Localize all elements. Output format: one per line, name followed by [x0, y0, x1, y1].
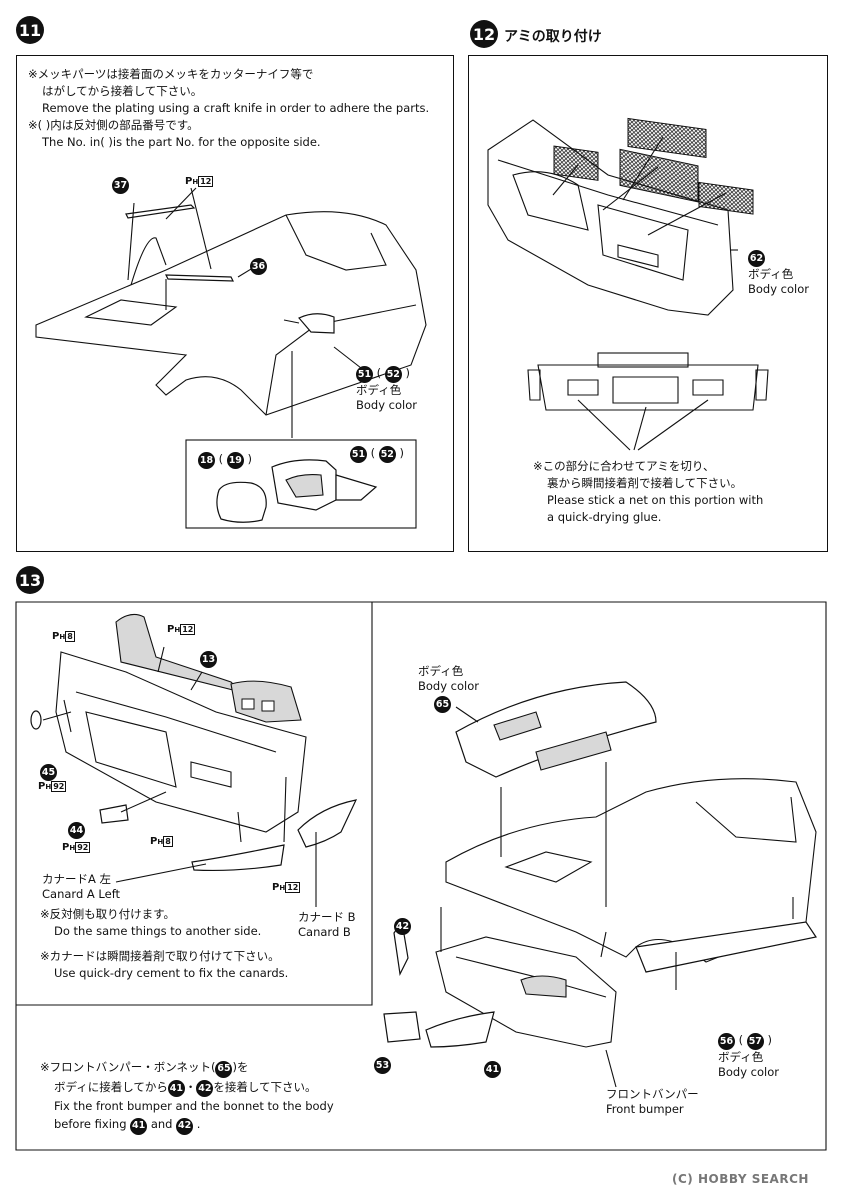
canard-a-label: カナードA 左 Canard A Left: [42, 872, 121, 901]
inset-part-51-52-label: 51 ( 52 ): [350, 446, 404, 463]
step-12-notes: ※この部分に合わせてアミを切り、 裏から瞬間接着剤で接着して下さい。 Pleas…: [533, 459, 764, 524]
step-11-notes: ※メッキパーツは接着面のメッキをカッターナイフ等で はがしてから接着して下さい。…: [28, 67, 430, 149]
part-36-label: 36: [250, 258, 267, 275]
step-11-badge: 11: [16, 16, 44, 44]
step-12-panel: [468, 55, 828, 552]
step-11-panel: [16, 55, 454, 552]
part-13-label: 13: [200, 651, 217, 668]
part-51-52-label: 51 ( 52 ) ボディ色 Body color: [356, 366, 418, 412]
part-44-label: 44: [68, 822, 85, 839]
part-45-label: 45: [40, 764, 57, 781]
step-12-badge: 12: [470, 20, 498, 48]
part-42-label: 42: [394, 918, 411, 935]
step-12-drawing: [487, 117, 769, 451]
step-13-left-notes: ※反対側も取り付けます。 Do the same things to anoth…: [40, 907, 289, 980]
step-13-badge: 13: [16, 566, 44, 594]
part-37-label: 37: [112, 177, 129, 194]
step-11-drawing: [35, 187, 427, 529]
step-12-title: アミの取り付け: [504, 29, 602, 45]
part-62-label: 62 ボディ色 Body color: [748, 250, 809, 297]
part-41-label: 41: [484, 1061, 501, 1078]
part-53-label: 53: [374, 1057, 391, 1074]
part-56-57-label: 56 ( 57 ) ボディ色 Body color: [718, 1033, 780, 1079]
canard-b-label: カナード B Canard B: [298, 910, 356, 939]
part-18-19-label: 18 ( 19 ): [198, 452, 252, 469]
part-65-label: ボディ色 Body color 65: [418, 664, 479, 713]
step-13-drawing: [30, 613, 817, 1088]
watermark: (C) HOBBY SEARCH: [672, 1172, 809, 1186]
front-bumper-label: フロントバンパー Front bumper: [606, 1087, 699, 1116]
